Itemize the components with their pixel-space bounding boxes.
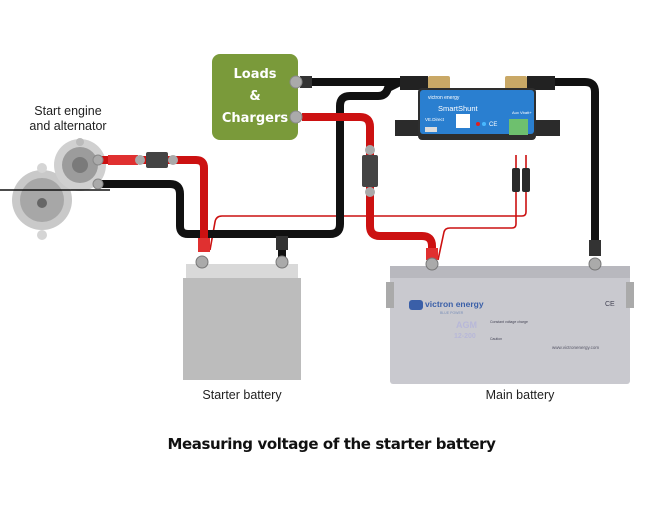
battery-section2: Caution [490, 337, 502, 341]
victron-logo-icon [409, 300, 423, 310]
sense-wire-main [437, 155, 517, 261]
smartshunt: victron energy SmartShunt VE.Direct CE A… [395, 76, 560, 140]
negative-terminal-icon [275, 255, 289, 269]
shunt-sub: VE.Direct [425, 117, 445, 122]
starter-battery-label: Starter battery [202, 388, 282, 402]
negative-cable-main [550, 78, 599, 255]
engine-label: Start engine and alternator [8, 104, 128, 134]
main-battery: victron energy BLUE POWER AGM 12-200 Con… [386, 257, 634, 384]
bluetooth-icon [482, 122, 486, 126]
aux-label: Aux [512, 110, 519, 115]
positive-cable-main [302, 113, 436, 258]
battery-model: 12-200 [454, 333, 476, 340]
shunt-name: SmartShunt [438, 104, 479, 113]
fuse-icon [362, 145, 378, 197]
positive-cable-starter [98, 156, 208, 250]
fuse-icon [135, 152, 178, 168]
engine-label-line1: Start engine [34, 104, 102, 118]
loads-chargers-box: Loads & Chargers [212, 54, 298, 140]
vbatt-label: Vbatt+ [520, 110, 532, 115]
engine-alternator-icon [12, 138, 106, 240]
shunt-brand: victron energy [428, 95, 460, 101]
positive-terminal-icon [195, 255, 209, 269]
shunt-ce: CE [489, 122, 497, 128]
fuse-holder-icon [522, 168, 530, 192]
qr-code-icon [456, 114, 470, 128]
battery-type: AGM [456, 320, 477, 330]
terminal-block-icon [509, 119, 528, 135]
battery-ce: CE [605, 301, 615, 308]
battery-section1: Constant voltage charge [490, 320, 528, 324]
main-battery-label: Main battery [485, 388, 555, 402]
loads-line3: Chargers [221, 111, 289, 126]
battery-brand: victron energy [425, 299, 484, 309]
negative-cable-starter [98, 78, 402, 238]
starter-battery [183, 255, 301, 380]
battery-website: www.victronenergy.com [552, 345, 599, 350]
loads-line2: & [249, 89, 261, 104]
led-icon [476, 122, 480, 126]
diagram-title: Measuring voltage of the starter battery [167, 435, 496, 453]
fuse-holder-icon [512, 168, 520, 192]
loads-line1: Loads [233, 67, 277, 82]
engine-label-line2: and alternator [29, 119, 107, 133]
battery-subbrand: BLUE POWER [440, 311, 464, 315]
